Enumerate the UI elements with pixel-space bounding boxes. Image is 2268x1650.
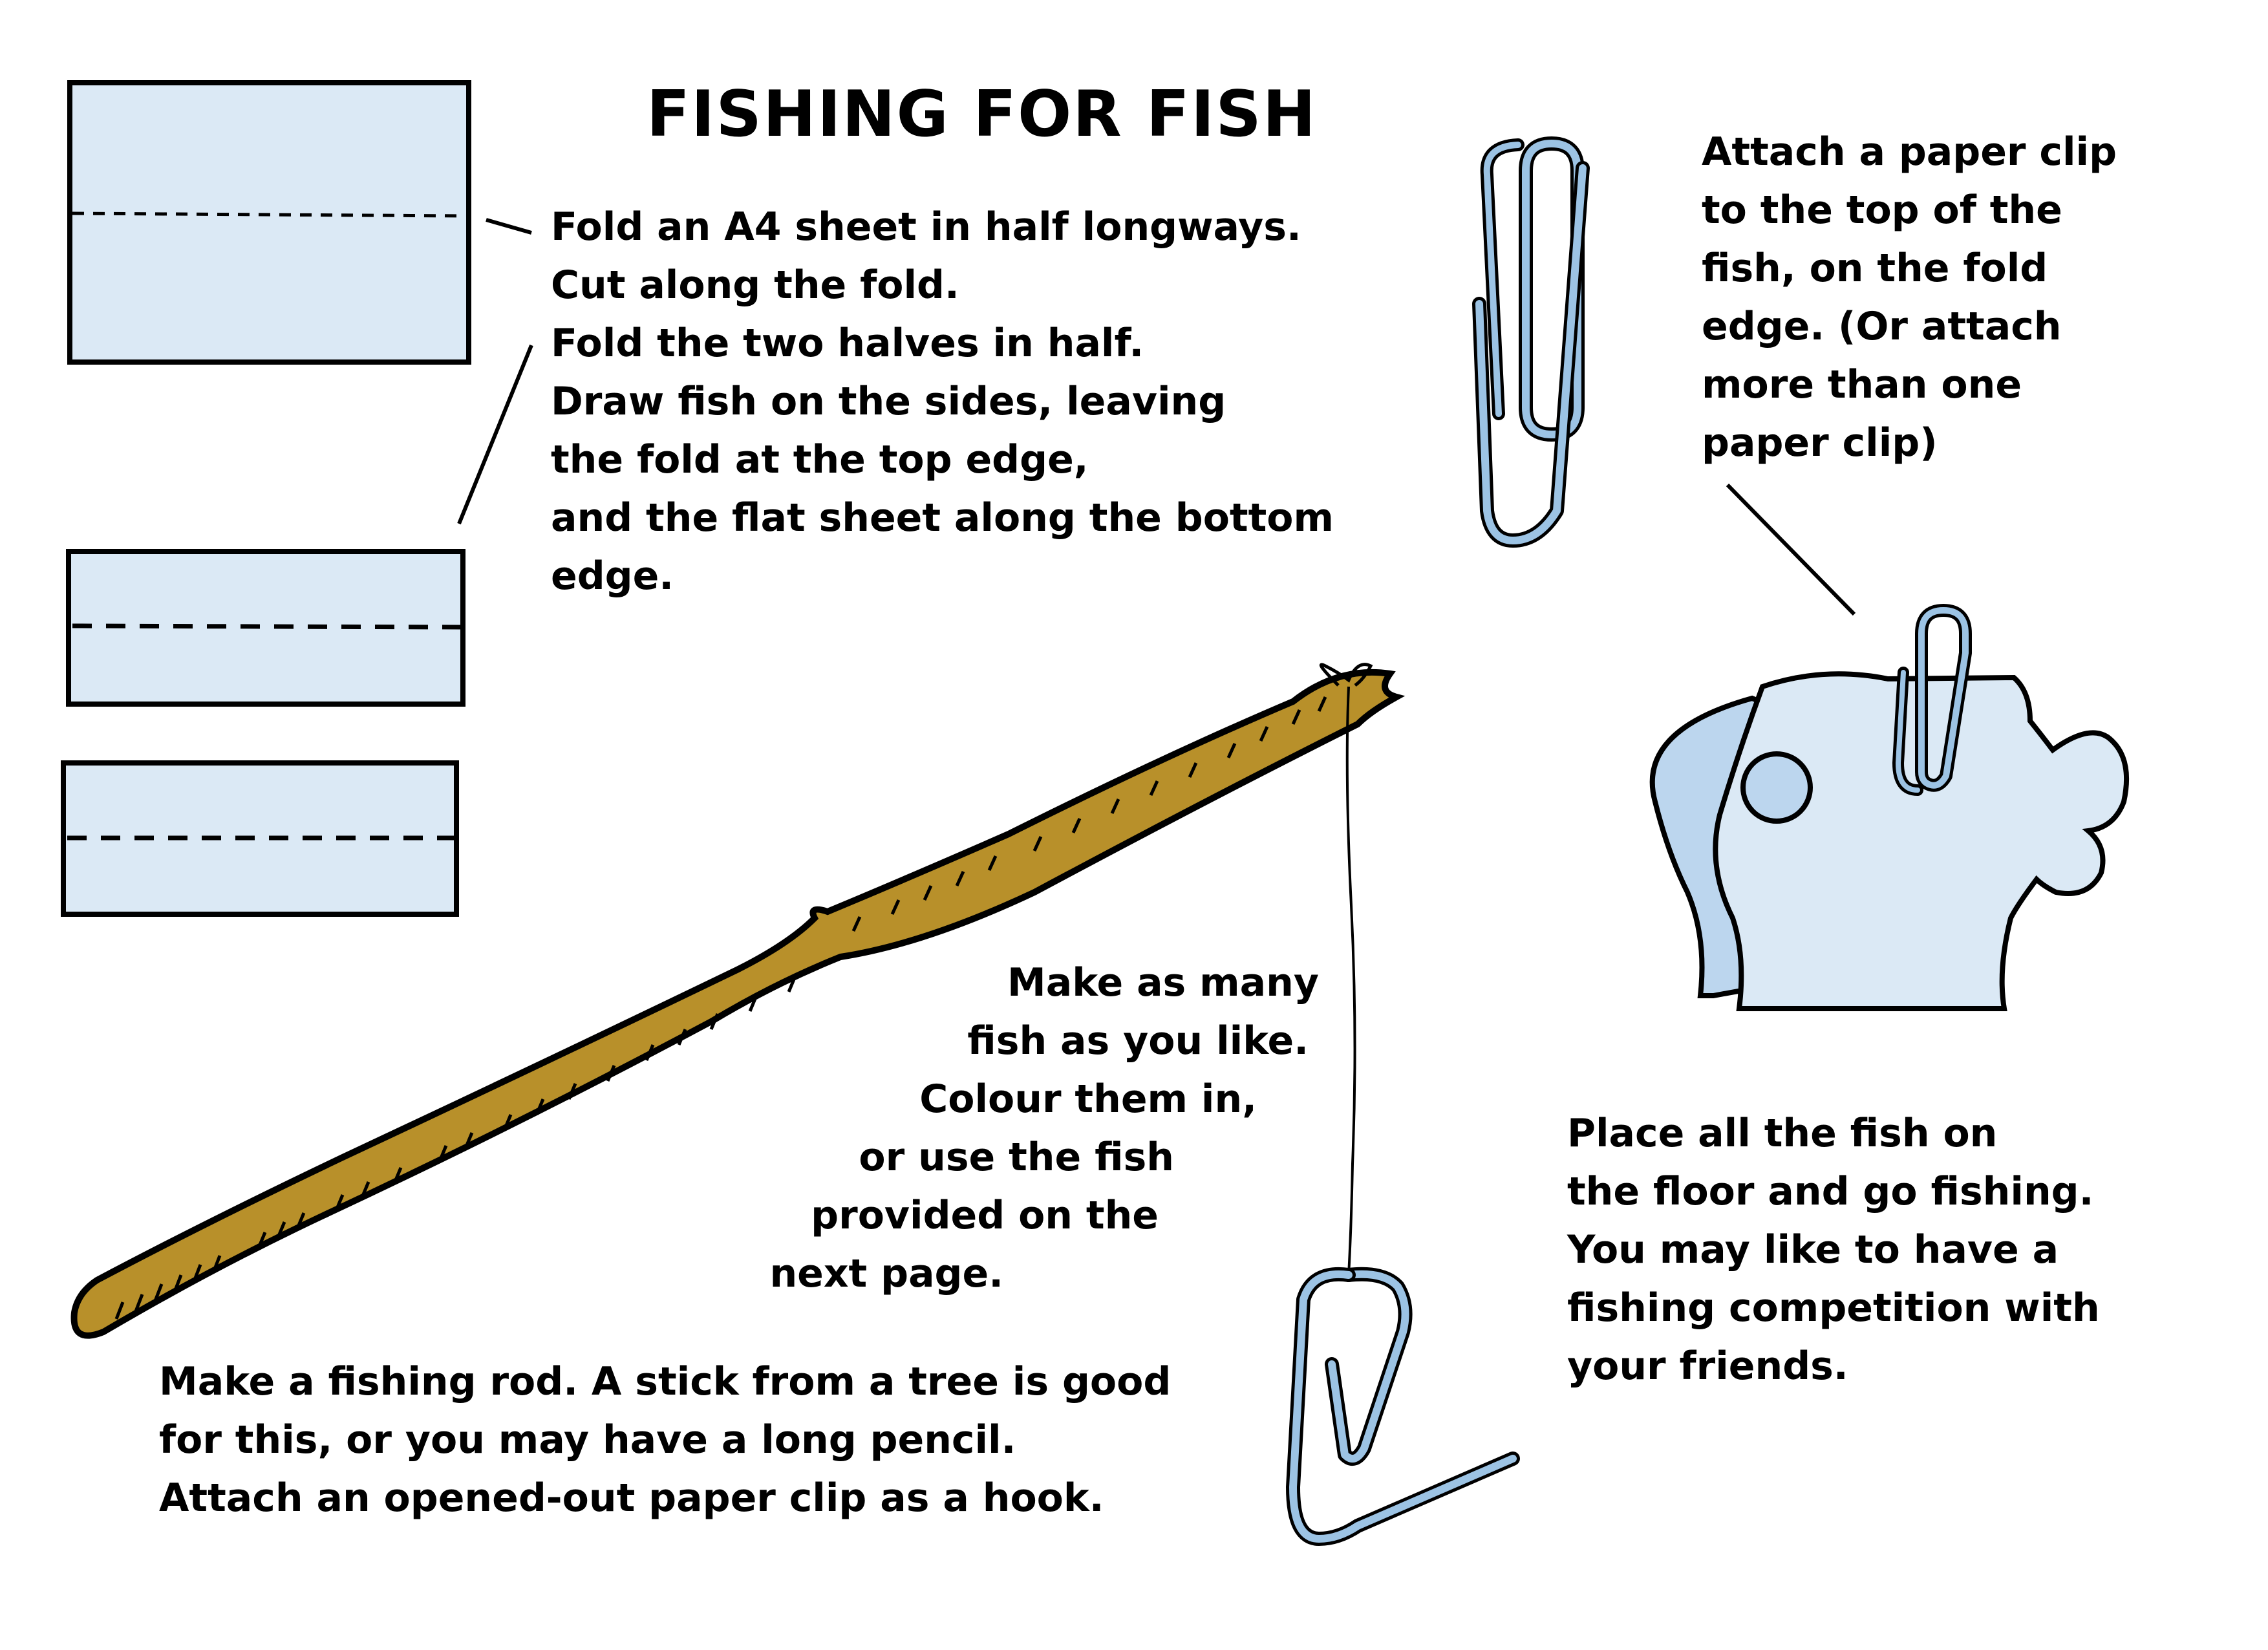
fish-instruction-line: fish as you like. bbox=[967, 1018, 1309, 1064]
full-sheet-illustration bbox=[67, 80, 471, 365]
clip-instruction-line: to the top of the bbox=[1702, 188, 2062, 233]
fold-instruction-line: and the flat sheet along the bottom bbox=[551, 495, 1334, 541]
play-instruction-line: the floor and go fishing. bbox=[1567, 1169, 2094, 1214]
fish-instructions: Make as many fish as you like. Colour th… bbox=[711, 954, 1319, 1303]
fold-instruction-line: Draw fish on the sides, leaving bbox=[551, 379, 1226, 424]
fish-instruction-line: provided on the bbox=[811, 1193, 1159, 1238]
pointer-line-halves bbox=[457, 344, 533, 525]
rod-instruction-line: Make a fishing rod. A stick from a tree … bbox=[159, 1359, 1171, 1404]
fold-instruction-line: Cut along the fold. bbox=[551, 262, 959, 308]
pointer-line-clip bbox=[1726, 483, 1856, 616]
fold-instruction-line: the fold at the top edge, bbox=[551, 437, 1089, 482]
play-instruction-line: fishing competition with bbox=[1567, 1285, 2100, 1331]
paper-sheet-icon bbox=[67, 80, 471, 365]
clip-instruction-line: fish, on the fold bbox=[1702, 246, 2048, 291]
paper-sheet-icon bbox=[61, 760, 459, 917]
rod-bark-texture bbox=[114, 696, 1327, 1320]
fish-instruction-line: Colour them in, bbox=[919, 1077, 1257, 1122]
fish-body bbox=[1713, 671, 2130, 1011]
fish-instruction-line: Make as many bbox=[1007, 960, 1319, 1005]
fishing-line bbox=[1345, 686, 1356, 1276]
hook-icon bbox=[1286, 1267, 1520, 1546]
fold-instruction-line: Fold an A4 sheet in half longways. bbox=[551, 204, 1301, 250]
clip-instruction-line: Attach a paper clip bbox=[1702, 129, 2117, 175]
play-instruction-line: your friends. bbox=[1567, 1344, 1848, 1389]
play-instruction-line: Place all the fish on bbox=[1567, 1111, 1998, 1156]
play-instructions: Place all the fish on the floor and go f… bbox=[1567, 1104, 2100, 1395]
clip-instruction-line: more than one bbox=[1702, 362, 2022, 407]
half-sheet-top-illustration bbox=[66, 549, 465, 707]
page-title: FISHING FOR FISH bbox=[647, 78, 1317, 151]
fish-instruction-line: next page. bbox=[769, 1251, 1003, 1296]
rod-stick bbox=[70, 669, 1406, 1339]
play-instruction-line: You may like to have a bbox=[1567, 1227, 2059, 1272]
rod-instruction-line: Attach an opened-out paper clip as a hoo… bbox=[159, 1475, 1104, 1521]
clip-instruction-line: paper clip) bbox=[1702, 420, 1938, 466]
paper-clip-icon bbox=[1472, 136, 1590, 548]
fold-instructions: Fold an A4 sheet in half longways. Cut a… bbox=[551, 198, 1334, 605]
rod-instruction-line: for this, or you may have a long pencil. bbox=[159, 1417, 1016, 1462]
line-knot bbox=[1319, 663, 1373, 687]
fold-instruction-line: edge. bbox=[551, 553, 674, 599]
paper-sheet-icon bbox=[66, 549, 465, 707]
clip-instruction-line: edge. (Or attach bbox=[1702, 304, 2062, 349]
clip-instructions: Attach a paper clip to the top of the fi… bbox=[1702, 123, 2117, 472]
half-sheet-bottom-illustration bbox=[61, 760, 459, 917]
fold-line bbox=[72, 211, 466, 218]
fish-instruction-line: or use the fish bbox=[859, 1135, 1174, 1180]
pointer-line-fold bbox=[486, 218, 532, 235]
fold-instruction-line: Fold the two halves in half. bbox=[551, 321, 1144, 366]
fish-paper-clip-icon bbox=[1892, 604, 1972, 796]
fishing-rod-icon bbox=[70, 663, 1406, 1339]
rod-instructions: Make a fishing rod. A stick from a tree … bbox=[159, 1353, 1171, 1527]
fish-icon bbox=[1649, 604, 2130, 1011]
fish-eye bbox=[1740, 751, 1813, 824]
